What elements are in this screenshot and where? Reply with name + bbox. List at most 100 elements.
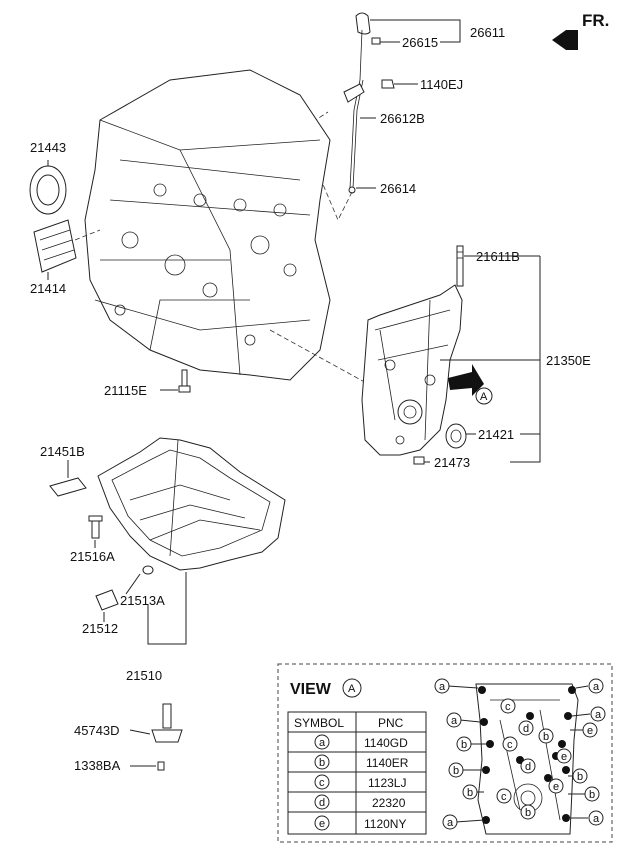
callout-26615: 26615 bbox=[402, 35, 438, 50]
front-label: FR. bbox=[582, 11, 609, 30]
leader-lines-right bbox=[424, 255, 541, 463]
detail-symbol: a bbox=[446, 712, 481, 728]
detail-symbol-label: e bbox=[587, 725, 593, 737]
detail-symbol-label: a bbox=[593, 813, 600, 825]
table-pnc: 22320 bbox=[372, 796, 406, 810]
callout-labels: 26611 26615 1140EJ 26612B 26614 21443 21… bbox=[30, 25, 591, 773]
drain-plug-21512 bbox=[95, 589, 119, 611]
table-symbol: b bbox=[319, 757, 325, 769]
detail-symbol-label: a bbox=[593, 681, 600, 693]
detail-symbol-label: d bbox=[523, 723, 529, 735]
detail-symbol-label: e bbox=[561, 751, 567, 763]
timing-chain-cover bbox=[361, 284, 463, 456]
detail-symbol: a bbox=[434, 678, 479, 694]
detail-symbol-label: b bbox=[461, 739, 467, 751]
callout-21115e: 21115E bbox=[104, 383, 147, 398]
view-a-marker-label: A bbox=[480, 391, 488, 403]
detail-symbol-label: d bbox=[525, 761, 531, 773]
detail-symbol: b bbox=[520, 804, 536, 820]
front-oil-seal bbox=[445, 423, 467, 449]
detail-symbol-label: c bbox=[501, 791, 507, 803]
leader-lines-top bbox=[356, 19, 461, 189]
leader-lines-oilpan bbox=[67, 460, 187, 645]
table-header-symbol: SYMBOL bbox=[294, 716, 344, 730]
detail-symbol: d bbox=[518, 720, 534, 736]
oil-pan bbox=[97, 437, 286, 571]
callout-21516a: 21516A bbox=[70, 549, 115, 564]
callout-21451b: 21451B bbox=[40, 444, 85, 459]
view-title-marker bbox=[342, 678, 362, 698]
detail-symbol: b bbox=[538, 728, 554, 744]
symbol-pnc-table: SYMBOL PNC a 1140GD b 1140ER c 1123LJ d … bbox=[287, 711, 427, 835]
table-symbol: e bbox=[319, 818, 325, 830]
view-a-indicator: A bbox=[448, 364, 493, 405]
detail-symbol-label: b bbox=[577, 771, 583, 783]
table-pnc: 1120NY bbox=[364, 817, 406, 831]
table-pnc: 1140GD bbox=[364, 736, 408, 750]
table-row: e 1120NY bbox=[314, 815, 406, 831]
detail-symbol: b bbox=[456, 736, 486, 752]
table-symbol: d bbox=[319, 797, 325, 809]
gasket-21513a bbox=[142, 565, 154, 575]
detail-symbol: a bbox=[571, 706, 606, 722]
bolt-21473 bbox=[413, 456, 425, 465]
detail-symbol-label: b bbox=[589, 789, 595, 801]
oil-pressure-switch bbox=[151, 703, 183, 771]
callout-21443: 21443 bbox=[30, 140, 66, 155]
detail-symbol: d bbox=[520, 758, 536, 774]
bolt-21115e bbox=[178, 369, 191, 393]
baffle-21451b bbox=[49, 477, 87, 497]
callout-45743d: 45743D bbox=[74, 723, 120, 738]
callout-21512: 21512 bbox=[82, 621, 118, 636]
view-a-panel: VIEW A SYMBOL PNC a 1140GD b 1140ER bbox=[277, 663, 613, 843]
detail-symbol: b bbox=[568, 768, 588, 784]
callout-21611b: 21611B bbox=[476, 249, 520, 264]
front-arrow-icon bbox=[552, 30, 578, 50]
stud-bolt-21611b bbox=[456, 245, 464, 287]
detail-symbol: e bbox=[570, 722, 598, 738]
callout-21510: 21510 bbox=[126, 668, 162, 683]
view-arrow-icon bbox=[448, 364, 484, 396]
detail-symbol-label: a bbox=[595, 709, 602, 721]
detail-symbol-label: a bbox=[447, 817, 454, 829]
rear-plate bbox=[33, 219, 77, 273]
front-direction-indicator: FR. bbox=[552, 11, 609, 50]
view-a-marker bbox=[475, 387, 493, 405]
detail-symbol-label: b bbox=[525, 807, 531, 819]
detail-symbol: b bbox=[448, 762, 484, 778]
detail-symbol-label: c bbox=[507, 739, 513, 751]
cylinder-block bbox=[84, 69, 331, 381]
callout-21473: 21473 bbox=[434, 455, 470, 470]
callout-1140ej: 1140EJ bbox=[420, 77, 463, 92]
table-symbol: a bbox=[319, 737, 326, 749]
oil-level-gauge-assembly bbox=[343, 12, 395, 194]
detail-symbol: b bbox=[462, 784, 484, 800]
callout-26612b: 26612B bbox=[380, 111, 425, 126]
callout-26611: 26611 bbox=[470, 25, 505, 40]
view-title-marker-label: A bbox=[348, 683, 356, 695]
table-symbol: c bbox=[319, 777, 325, 789]
detail-symbol-label: b bbox=[453, 765, 459, 777]
table-row: c 1123LJ bbox=[314, 774, 406, 790]
table-row: d 22320 bbox=[314, 794, 406, 810]
detail-symbol-label: b bbox=[467, 787, 473, 799]
detail-symbol: e bbox=[556, 748, 572, 764]
callout-21414: 21414 bbox=[30, 281, 66, 296]
detail-symbol-label: a bbox=[451, 715, 458, 727]
table-row: b 1140ER bbox=[314, 754, 409, 770]
view-a-detail-symbols: a a a a b bbox=[434, 678, 606, 830]
table-pnc: 1140ER bbox=[366, 756, 409, 770]
callout-1338ba: 1338BA bbox=[74, 758, 121, 773]
detail-symbol: c bbox=[502, 736, 518, 752]
view-title: VIEW bbox=[290, 681, 332, 698]
detail-symbol-label: c bbox=[505, 701, 511, 713]
detail-symbol: c bbox=[500, 698, 516, 714]
detail-symbol: e bbox=[548, 778, 564, 794]
callout-26614: 26614 bbox=[380, 181, 416, 196]
detail-symbol: b bbox=[568, 786, 600, 802]
detail-symbol-label: b bbox=[543, 731, 549, 743]
detail-symbol-label: a bbox=[439, 681, 446, 693]
detail-symbol: a bbox=[575, 678, 604, 694]
callout-21513a: 21513A bbox=[120, 593, 165, 608]
